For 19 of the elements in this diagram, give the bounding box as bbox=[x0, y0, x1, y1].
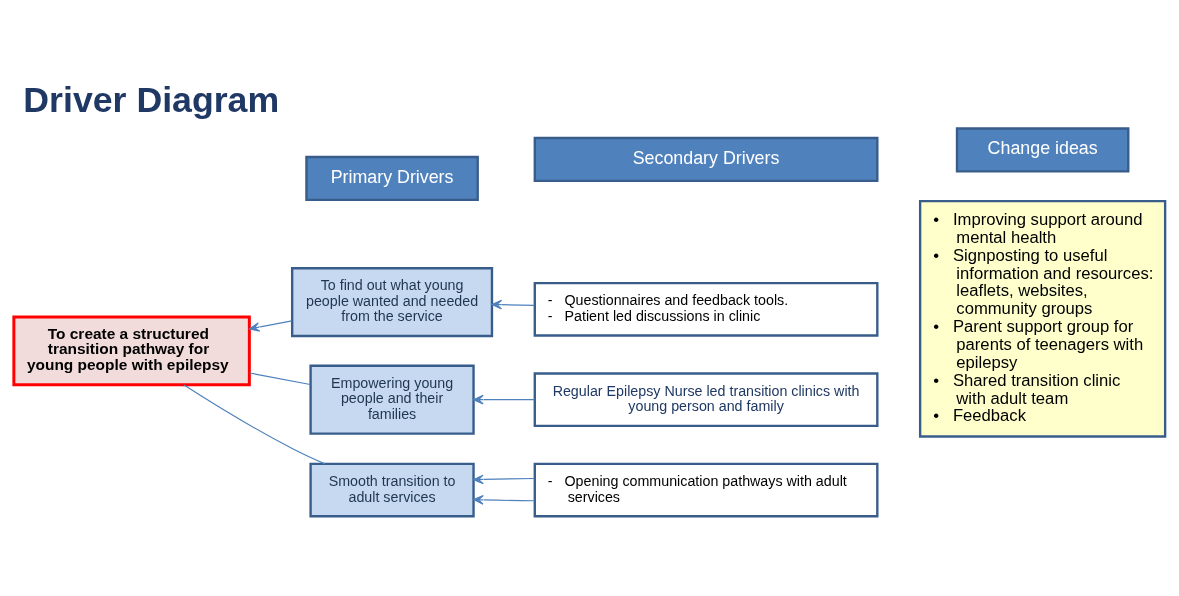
node-box: Regular Epilepsy Nurse led transition clinics with young person and family bbox=[533, 372, 879, 428]
node-box: - Questionnaires and feedback tools. - Patient led discussions in clinic bbox=[533, 281, 879, 337]
node-box: To create a structured transition pathway for young people with epilepsy bbox=[12, 315, 251, 387]
arrow bbox=[473, 394, 536, 405]
node-box: Empowering young people and their families bbox=[309, 364, 475, 435]
node-box: Change ideas bbox=[955, 127, 1130, 173]
node-box: Smooth transition to adult services bbox=[309, 462, 475, 518]
arrow bbox=[249, 320, 293, 332]
arrow bbox=[473, 495, 536, 505]
arrow bbox=[473, 474, 536, 485]
arrow bbox=[491, 299, 536, 310]
node-box: Secondary Drivers bbox=[533, 136, 879, 183]
node-box: To find out what young people wanted and needed from the service bbox=[291, 267, 494, 338]
connector bbox=[249, 372, 311, 386]
diagram-title: Driver Diagram bbox=[23, 79, 280, 120]
node-box: - Opening communication pathways with adult services bbox=[533, 462, 879, 518]
node-box: Primary Drivers bbox=[305, 155, 479, 202]
node-box: • Improving support around mental health • Signposting to useful information and resources: leaflets, websites, community groups • Parent support group for parents of teenagers with epilepsy • Shared transition clinic with adult team • Feedback bbox=[918, 199, 1167, 438]
connector bbox=[183, 384, 326, 465]
